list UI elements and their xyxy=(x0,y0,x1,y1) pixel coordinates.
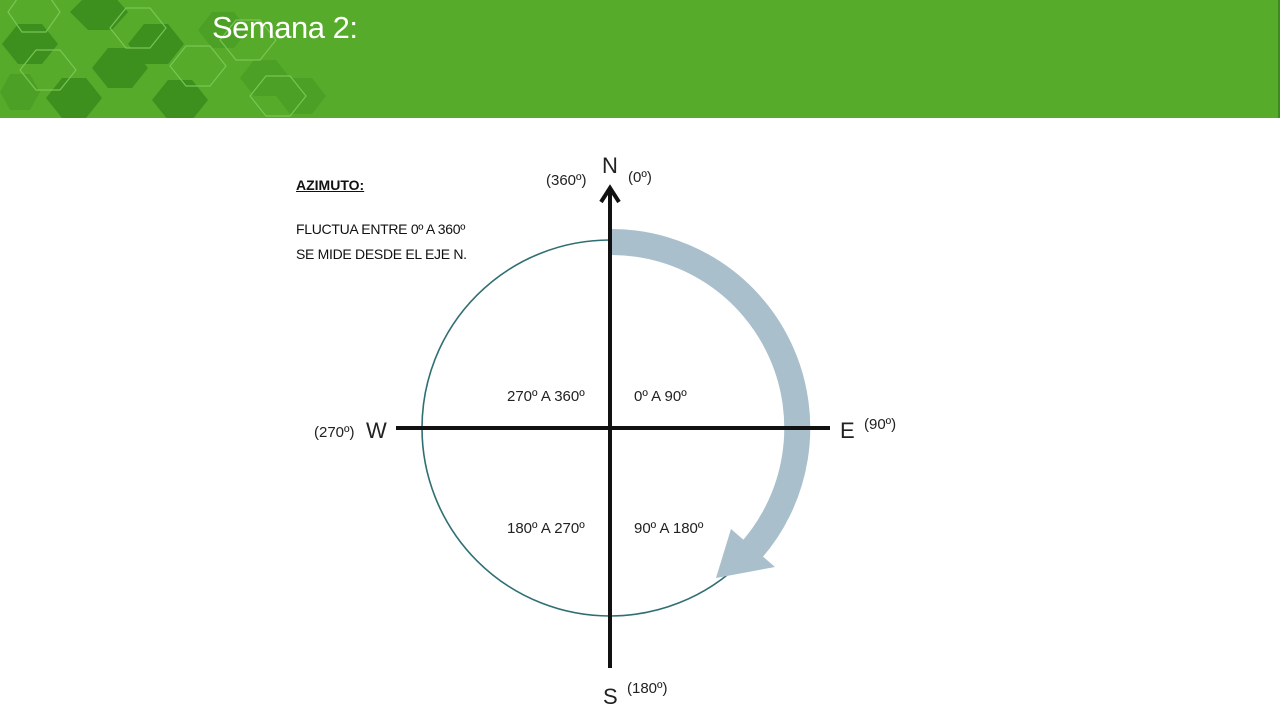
header-banner: Semana 2: xyxy=(0,0,1280,118)
east-degree: (90º) xyxy=(864,416,897,433)
note-line-reference: SE MIDE DESDE EL EJE N. xyxy=(296,246,467,262)
note-line-range: FLUCTUA ENTRE 0º A 360º xyxy=(296,221,466,237)
north-degree-left: (360º) xyxy=(546,172,587,189)
header-edge xyxy=(1278,0,1280,118)
quadrant-ne-label: 0º A 90º xyxy=(634,388,687,405)
west-label: W xyxy=(366,418,387,443)
clockwise-arrow-band xyxy=(611,229,811,562)
quadrant-sw-label: 180º A 270º xyxy=(507,520,585,537)
quadrant-nw-label: 270º A 360º xyxy=(507,388,585,405)
west-degree: (270º) xyxy=(314,424,355,441)
page-title: Semana 2: xyxy=(212,10,358,45)
south-degree: (180º) xyxy=(627,680,668,697)
clockwise-arrow-head-icon xyxy=(716,529,775,578)
north-label: N xyxy=(602,153,618,178)
north-arrow-icon xyxy=(599,184,621,204)
south-label: S xyxy=(603,684,618,709)
east-label: E xyxy=(840,418,855,443)
quadrant-se-label: 90º A 180º xyxy=(634,520,704,537)
north-degree-right: (0º) xyxy=(628,169,652,186)
note-title: AZIMUTO: xyxy=(296,177,365,193)
hexagon-pattern-icon xyxy=(0,0,326,118)
